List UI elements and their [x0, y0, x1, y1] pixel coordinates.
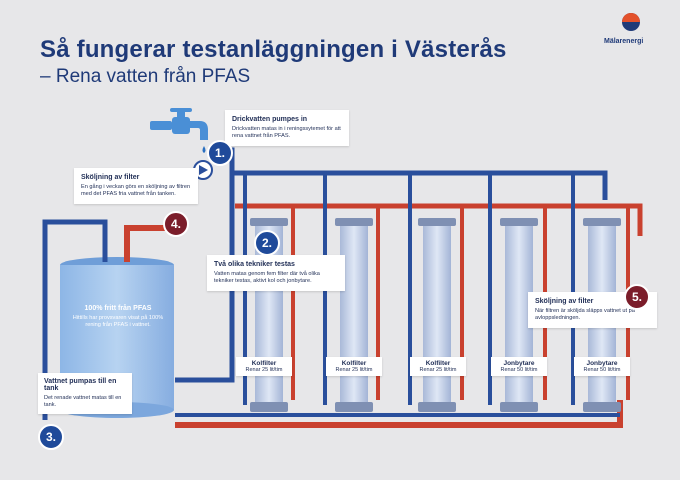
filter-3-rate: Renar 25 lit/tim [419, 367, 457, 373]
filter-label-4: Jonbytare Renar 50 lit/tim [491, 357, 547, 376]
step-4-heading: Sköljning av filter [81, 174, 140, 181]
step-4-number: 4. [163, 211, 189, 237]
step-1-number: 1. [207, 140, 233, 166]
filter-2-name: Kolfilter [341, 360, 367, 367]
page-title: Så fungerar testanläggningen i Västerås [40, 36, 507, 63]
step-1-box: Drickvatten pumpes in Drickvatten matas … [225, 110, 349, 146]
filter-5-name: Jonbytare [586, 360, 618, 367]
step-1-heading: Drickvatten pumpes in [232, 116, 308, 123]
filter-3-name: Kolfilter [425, 360, 451, 367]
step-5-heading: Sköljning av filter [535, 298, 594, 305]
logo-icon [622, 13, 640, 31]
filter-label-5: Jonbytare Renar 50 lit/tim [574, 357, 630, 376]
filter-label-1: Kolfilter Renar 25 lit/tim [236, 357, 292, 376]
step-5-text: När filtren är sköljda släpps vattnet ut… [535, 308, 635, 321]
step-2-text: Vatten matas genom fem filter där två ol… [214, 271, 320, 284]
step-2-number: 2. [254, 230, 280, 256]
filter-5-rate: Renar 50 lit/tim [583, 367, 621, 373]
step-4-text: En gång i veckan görs en sköljning av fi… [81, 184, 191, 197]
tank-label: 100% fritt från PFAS Hittills har provsv… [70, 305, 166, 329]
filter-column-3 [418, 218, 456, 412]
filter-2-rate: Renar 25 lit/tim [335, 367, 373, 373]
filter-label-3: Kolfilter Renar 25 lit/tim [410, 357, 466, 376]
filter-1-rate: Renar 25 lit/tim [245, 367, 283, 373]
filter-4-rate: Renar 50 lit/tim [500, 367, 538, 373]
filter-label-2: Kolfilter Renar 25 lit/tim [326, 357, 382, 376]
step-2-box: Två olika tekniker testas Vatten matas g… [207, 255, 345, 291]
pump-icon [193, 160, 213, 180]
page-subtitle: – Rena vatten från PFAS [40, 66, 251, 87]
step-4-box: Sköljning av filter En gång i veckan gör… [74, 168, 198, 204]
logo-text: Mälarenergi [604, 38, 644, 45]
tank-heading: 100% fritt från PFAS [84, 305, 152, 312]
filter-4-name: Jonbytare [503, 360, 535, 367]
faucet-icon [150, 108, 208, 153]
step-5-number: 5. [624, 284, 650, 310]
step-3-text: Det renade vattnet matas till en tank. [44, 395, 122, 408]
filter-1-name: Kolfilter [251, 360, 277, 367]
step-3-number: 3. [38, 424, 64, 450]
step-1-text: Drickvatten matas in i reningssytemet fö… [232, 126, 341, 139]
tank-text: Hittills har provsvaren visat på 100% re… [72, 315, 164, 328]
step-2-heading: Två olika tekniker testas [214, 261, 295, 268]
step-3-heading: Vattnet pumpas till en tank [44, 378, 117, 392]
filter-column-2 [335, 218, 373, 412]
step-5-box: Sköljning av filter När filtren är skölj… [528, 292, 657, 328]
step-3-box: Vattnet pumpas till en tank Det renade v… [38, 373, 132, 414]
